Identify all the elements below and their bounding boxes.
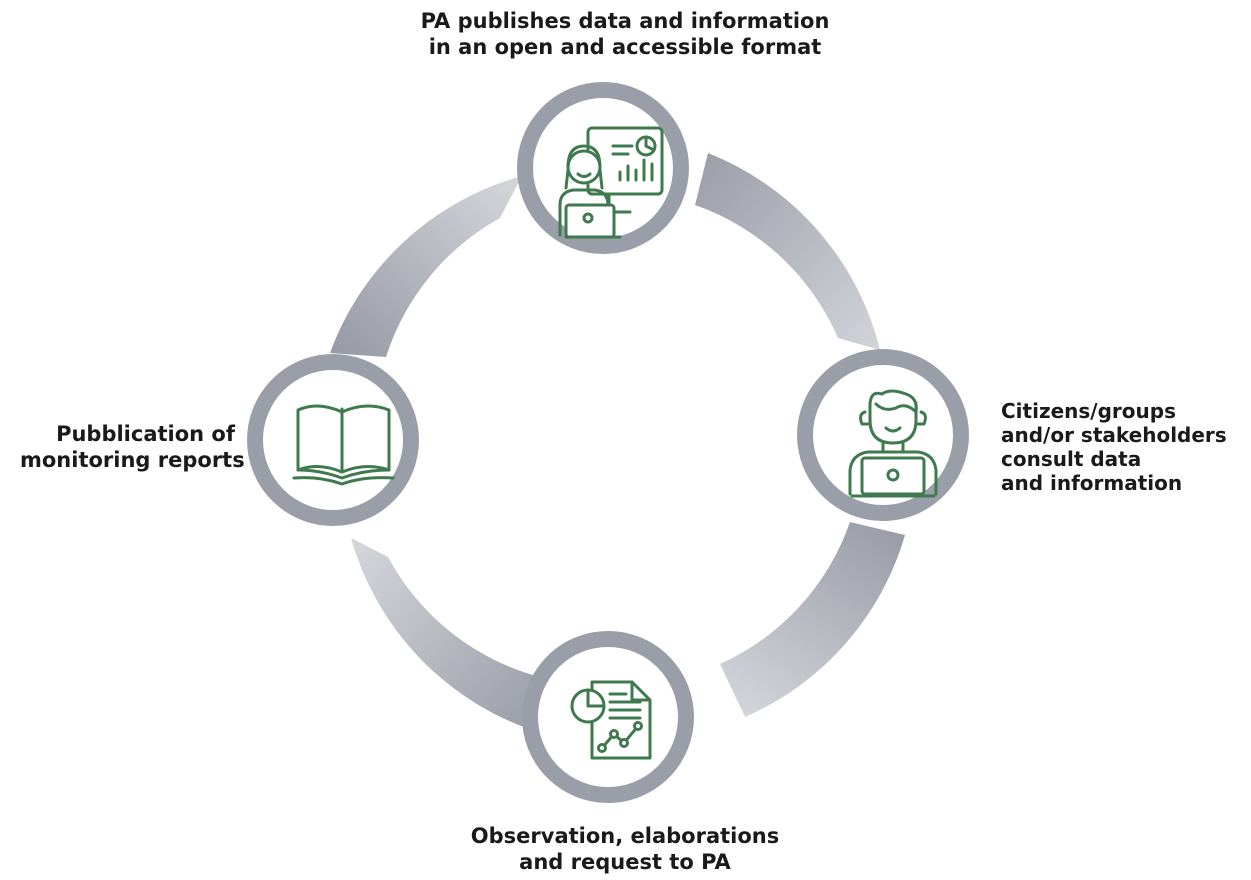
step-label-line: monitoring reports: [20, 448, 245, 472]
person-monitor-chart-icon: [558, 126, 664, 239]
step-label-line: consult data: [1001, 447, 1142, 471]
step-label-line: in an open and accessible format: [428, 35, 822, 59]
step-label-publish: PA publishes data and information in an …: [325, 8, 925, 60]
arrow-consult-to-observe: [720, 522, 905, 717]
person-laptop-icon: [848, 389, 938, 498]
cycle-arrows: [330, 153, 905, 730]
step-label-line: and information: [1001, 471, 1183, 495]
step-label-line: and/or stakeholders: [1001, 423, 1227, 447]
report-document-icon: [570, 680, 652, 760]
step-label-line: and request to PA: [519, 850, 731, 874]
step-label-consult: Citizens/groups and/or stakeholders cons…: [1001, 399, 1227, 495]
node-observe: [522, 631, 694, 803]
step-label-monitor: Pubblication of monitoring reports: [20, 421, 245, 473]
step-label-line: PA publishes data and information: [420, 9, 830, 33]
step-label-line: Pubblication of: [56, 422, 235, 446]
step-label-line: Observation, elaborations: [470, 824, 780, 848]
step-label-observe: Observation, elaborations and request to…: [425, 823, 825, 875]
arrow-observe-to-monitor: [351, 538, 540, 730]
step-label-line: Citizens/groups: [1001, 399, 1176, 423]
arrow-monitor-to-publish: [330, 176, 522, 357]
open-book-icon: [292, 404, 395, 486]
arrow-publish-to-consult: [695, 153, 880, 350]
